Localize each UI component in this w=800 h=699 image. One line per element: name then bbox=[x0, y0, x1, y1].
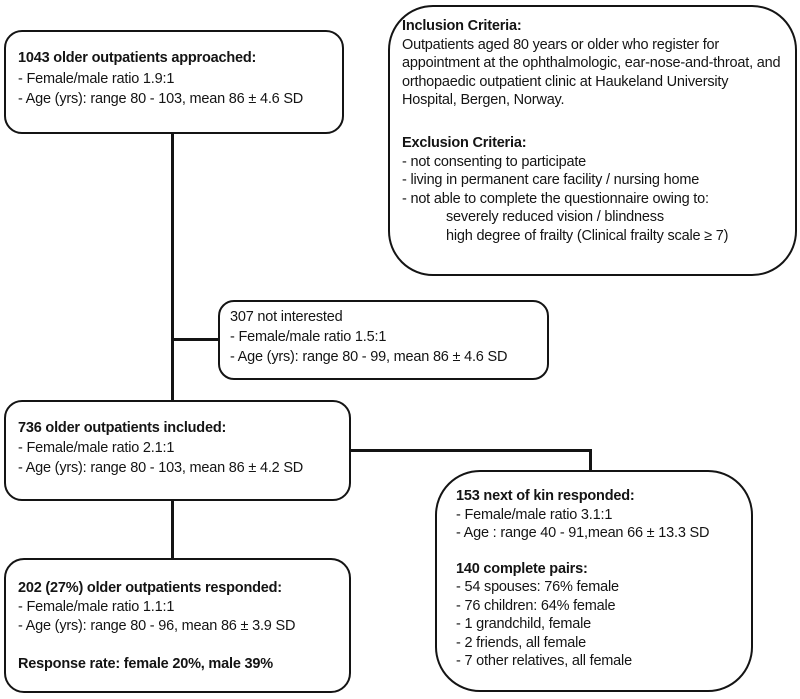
box-line: - Female/male ratio 1.9:1 bbox=[18, 70, 175, 87]
box-outpatients-responded: 202 (27%) older outpatients responded: -… bbox=[4, 558, 351, 693]
complete-pairs-title: 140 complete pairs: bbox=[456, 560, 588, 577]
box-line: - Female/male ratio 1.1:1 bbox=[18, 599, 175, 615]
box-line: - Female/male ratio 2.1:1 bbox=[18, 440, 175, 456]
box-line: - Age : range 40 - 91,mean 66 ± 13.3 SD bbox=[456, 525, 710, 541]
box-line: - Age (yrs): range 80 - 103, mean 86 ± 4… bbox=[18, 460, 304, 476]
inclusion-criteria-text: Outpatients aged 80 years or older who r… bbox=[402, 36, 781, 109]
connector-to-not-interested bbox=[171, 338, 219, 341]
box-title: 307 not interested bbox=[230, 309, 343, 325]
box-next-of-kin: 153 next of kin responded: - Female/male… bbox=[435, 470, 753, 692]
box-line: - Age (yrs): range 80 - 96, mean 86 ± 3.… bbox=[18, 618, 296, 634]
exclusion-subline: severely reduced vision / blindness bbox=[446, 209, 664, 226]
box-title: 153 next of kin responded: bbox=[456, 488, 635, 504]
exclusion-line: - living in permanent care facility / nu… bbox=[402, 172, 700, 189]
box-outpatients-included: 736 older outpatients included: - Female… bbox=[4, 400, 351, 501]
exclusion-criteria-title: Exclusion Criteria: bbox=[402, 134, 527, 151]
box-line: - Female/male ratio 1.5:1 bbox=[230, 329, 387, 345]
pairs-line: - 1 grandchild, female bbox=[456, 616, 592, 632]
box-line: - Age (yrs): range 80 - 103, mean 86 ± 4… bbox=[18, 91, 304, 107]
pairs-line: - 2 friends, all female bbox=[456, 634, 586, 651]
box-title: 202 (27%) older outpatients responded: bbox=[18, 580, 282, 596]
response-rate-text: Response rate: female 20%, male 39% bbox=[18, 656, 273, 672]
box-criteria: Inclusion Criteria: Outpatients aged 80 … bbox=[388, 5, 797, 276]
pairs-line: - 76 children: 64% female bbox=[456, 597, 616, 614]
box-line: - Age (yrs): range 80 - 99, mean 86 ± 4.… bbox=[230, 349, 508, 365]
exclusion-subline: high degree of frailty (Clinical frailty… bbox=[446, 227, 729, 244]
pairs-line: - 54 spouses: 76% female bbox=[456, 579, 619, 595]
exclusion-line: - not able to complete the questionnaire… bbox=[402, 190, 709, 207]
box-title: 1043 older outpatients approached: bbox=[18, 50, 257, 66]
inclusion-criteria-title: Inclusion Criteria: bbox=[402, 18, 522, 34]
box-line: - Female/male ratio 3.1:1 bbox=[456, 506, 613, 523]
connector-included-to-next-of-kin-horizontal bbox=[349, 449, 592, 452]
connector-included-to-next-of-kin-vertical bbox=[589, 449, 592, 472]
box-title: 736 older outpatients included: bbox=[18, 420, 227, 436]
exclusion-line: - not consenting to participate bbox=[402, 153, 587, 170]
connector-approached-to-included bbox=[171, 132, 174, 402]
box-not-interested: 307 not interested - Female/male ratio 1… bbox=[218, 300, 549, 380]
connector-included-to-responded bbox=[171, 499, 174, 560]
pairs-line: - 7 other relatives, all female bbox=[456, 653, 632, 669]
box-outpatients-approached: 1043 older outpatients approached: - Fem… bbox=[4, 30, 344, 134]
